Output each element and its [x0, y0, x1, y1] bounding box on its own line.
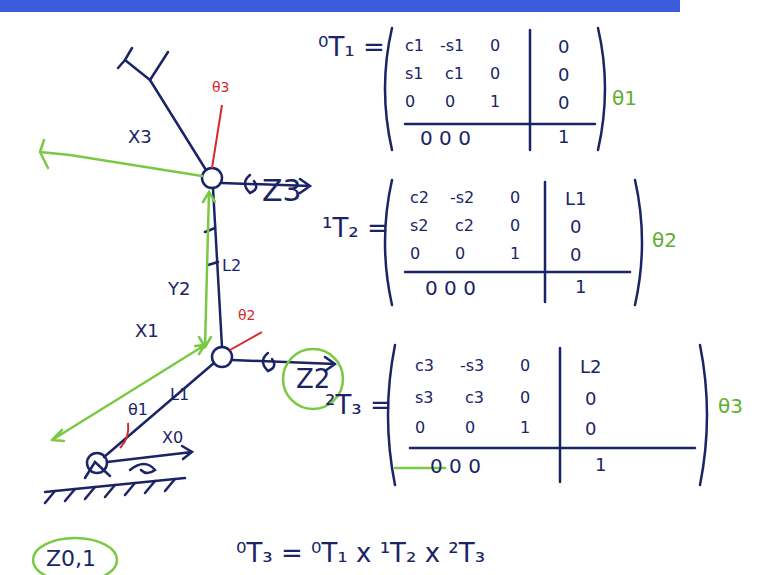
matrix-cell: 0 [558, 94, 569, 112]
matrix-cell: 0 [520, 358, 530, 374]
joint-variable: θ3 [718, 396, 743, 416]
matrix-cell: c2 [410, 190, 429, 206]
axis-label: Z3 [262, 176, 302, 206]
axis-label: Y2 [168, 280, 190, 298]
matrix-cell: 1 [520, 420, 530, 436]
matrix-cell: 0 [465, 420, 475, 436]
matrix-cell: 0 [415, 420, 425, 436]
matrix-name: ⁰T₁ = [318, 34, 385, 60]
equation: ⁰T₃ = ⁰T₁ x ¹T₂ x ²T₃ [236, 540, 485, 566]
matrix-cell: 0 [520, 390, 530, 406]
matrix-cell: 0 [410, 246, 420, 262]
matrix-cell: s1 [405, 66, 424, 82]
matrix-cell: c2 [455, 218, 474, 234]
axis-label: Z2 [296, 366, 330, 392]
matrix-cell: 1 [558, 128, 569, 146]
axis-label: Z0,1 [46, 548, 96, 570]
matrix-name: ²T₃ = [325, 392, 392, 418]
matrix-cell: 0 [558, 38, 569, 56]
axis-label: X0 [162, 430, 183, 446]
link-label: L1 [170, 387, 189, 403]
angle-label: θ2 [238, 308, 255, 322]
matrix-cell: 1 [510, 246, 520, 262]
matrix-cell: -s3 [460, 358, 484, 374]
axis-label: X3 [128, 128, 152, 146]
matrix-cell: 1 [575, 278, 586, 296]
matrix-cell: 0 [405, 94, 415, 110]
matrix-cell: 0 [455, 246, 465, 262]
matrix-cell: 1 [595, 456, 606, 474]
matrix-cell: 0 [558, 66, 569, 84]
matrix-cell: -s2 [450, 190, 474, 206]
matrix-cell: s3 [415, 390, 434, 406]
axis-label: X1 [135, 322, 159, 340]
matrix-cell: c1 [445, 66, 464, 82]
matrix-cell: c3 [415, 358, 434, 374]
matrix-cell: 0 [570, 218, 581, 236]
matrix-cell: 0 0 0 [420, 128, 471, 148]
matrix-cell: 0 [585, 420, 596, 438]
matrix-cell: -s1 [440, 38, 464, 54]
joint-variable: θ2 [652, 230, 677, 250]
matrix-cell: 0 [445, 94, 455, 110]
matrix-cell: 0 [510, 218, 520, 234]
matrix-cell: L1 [565, 190, 586, 208]
joint-variable: θ1 [612, 88, 637, 108]
matrix-cell: c1 [405, 38, 424, 54]
link-label: L2 [222, 258, 241, 274]
matrix-name: ¹T₂ = [322, 215, 389, 241]
matrix-cell: 1 [490, 94, 500, 110]
matrix-cell: L2 [580, 358, 601, 376]
matrix-cell: 0 [490, 66, 500, 82]
matrix-cell: c3 [465, 390, 484, 406]
angle-label: θ1 [128, 402, 148, 418]
matrix-cell: 0 0 0 [425, 278, 476, 298]
matrix-cell: 0 [490, 38, 500, 54]
angle-label: θ3 [212, 80, 229, 94]
matrix-cell: 0 [570, 246, 581, 264]
matrix-cell: 0 0 0 [430, 456, 481, 476]
matrix-cell: 0 [510, 190, 520, 206]
matrix-cell: s2 [410, 218, 429, 234]
matrix-cell: 0 [585, 390, 596, 408]
